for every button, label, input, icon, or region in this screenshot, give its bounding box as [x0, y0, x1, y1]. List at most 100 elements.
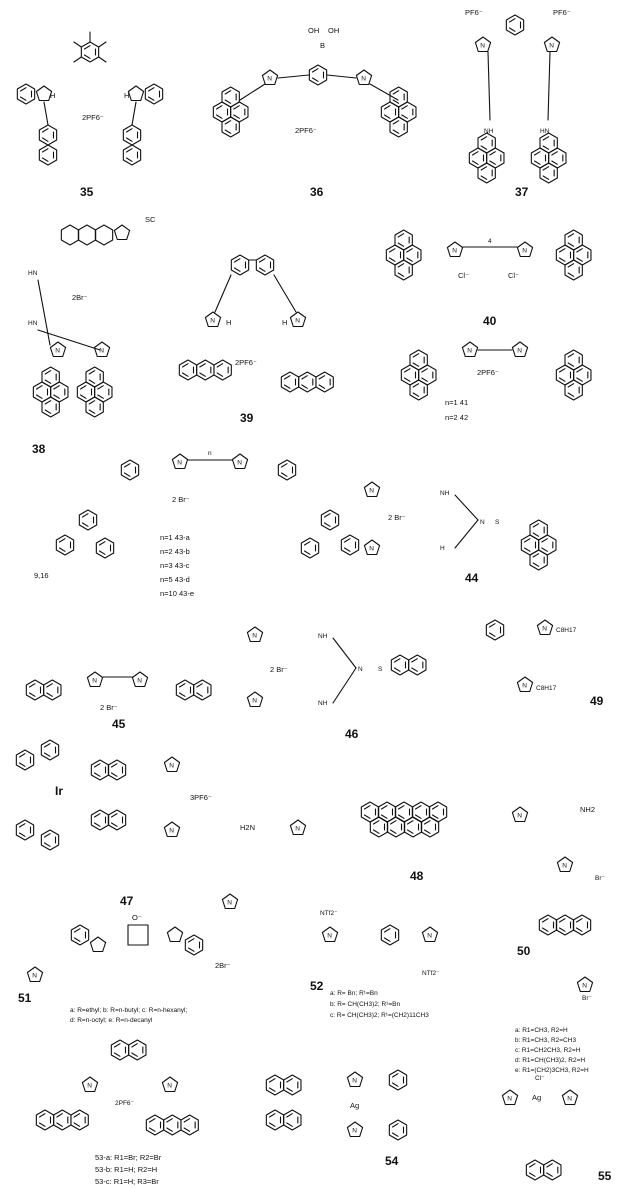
compound-48: H2N NH2 48 [240, 801, 595, 883]
svg-text:Br⁻: Br⁻ [595, 875, 606, 882]
label-40: 40 [483, 314, 497, 328]
svg-text:a: R1=CH3, R2=H: a: R1=CH3, R2=H [515, 1027, 568, 1034]
svg-text:NH: NH [318, 633, 328, 640]
counterion-43: 2 Br⁻ [172, 495, 190, 504]
svg-text:Cl⁻: Cl⁻ [508, 271, 519, 280]
svg-text:c: R1=CH2CH3, R2=H: c: R1=CH2CH3, R2=H [515, 1047, 581, 1054]
compound-52: NTf2⁻ NTf2⁻ 52 a: R= Bn; R¹=Bn b: R= CH(… [310, 910, 440, 1019]
svg-text:n: n [208, 450, 212, 457]
svg-text:d: R1=CH(CH3)2, R2=H: d: R1=CH(CH3)2, R2=H [515, 1057, 585, 1064]
legend-53-a: 53-a: R1=Br; R2=Br [95, 1153, 162, 1162]
svg-text:NH: NH [318, 700, 328, 707]
svg-text:HN: HN [540, 128, 550, 135]
svg-text:Ag: Ag [350, 1101, 359, 1110]
label-37: 37 [515, 185, 529, 199]
svg-text:Ir: Ir [55, 784, 63, 798]
svg-text:n=5 43-d: n=5 43-d [160, 575, 190, 584]
svg-text:NH2: NH2 [580, 805, 595, 814]
label-49: 49 [590, 694, 604, 708]
svg-text:Ag: Ag [532, 1093, 541, 1102]
svg-text:Cl⁻: Cl⁻ [458, 271, 469, 280]
svg-text:b: R= CH(CH3)2; R¹=Bn: b: R= CH(CH3)2; R¹=Bn [330, 1001, 400, 1008]
svg-text:a: R=ethyl; b: R=n-butyl; c: R: a: R=ethyl; b: R=n-butyl; c: R=n-hexanyl… [70, 1007, 187, 1014]
compound-49: C8H17 C8H17 49 [485, 619, 604, 708]
svg-text:H2N: H2N [240, 823, 255, 832]
svg-text:PF6⁻: PF6⁻ [553, 8, 571, 17]
svg-text:NH: NH [440, 490, 450, 497]
svg-text:n=3 43-c: n=3 43-c [160, 561, 190, 570]
svg-text:2PF6⁻: 2PF6⁻ [477, 368, 499, 377]
compound-51: O⁻ 2Br⁻ 51 a: R=ethyl; b: R=n-butyl; c: … [18, 894, 238, 1024]
compound-39: H H 2PF6⁻ 39 [179, 254, 333, 425]
counterion-35: 2PF6⁻ [82, 113, 104, 122]
svg-text:S: S [495, 519, 500, 526]
svg-text:H: H [50, 91, 55, 100]
label-44: 44 [465, 571, 479, 585]
compound-40: 4 Cl⁻ Cl⁻ 40 [386, 230, 591, 328]
svg-text:H: H [124, 91, 129, 100]
counterion-38: 2Br⁻ [72, 293, 88, 302]
svg-text:c: R= CH(CH3)2; R¹=(CH2)11CH3: c: R= CH(CH3)2; R¹=(CH2)11CH3 [330, 1012, 429, 1019]
counterion-47: 3PF6⁻ [190, 793, 212, 802]
label-35: 35 [80, 185, 94, 199]
svg-text:2 Br⁻: 2 Br⁻ [388, 513, 406, 522]
compound-38: SC HN HN 2Br⁻ 38 [28, 215, 156, 456]
svg-text:2Br⁻: 2Br⁻ [215, 961, 231, 970]
label-51: 51 [18, 991, 32, 1005]
compound-45: 2 Br⁻ 45 [26, 672, 211, 731]
svg-text:d: R=n-octyl; e: R=n-decanyl: d: R=n-octyl; e: R=n-decanyl [70, 1017, 153, 1024]
compound-54: Ag 54 [266, 1069, 408, 1168]
compound-50: Br⁻ Br⁻ 50 a: R1=CH3, R2=H b: R1=CH3, R2… [515, 857, 606, 1074]
counterion-39: 2PF6⁻ [235, 358, 257, 367]
legend-53-c: 53-c: R1=H; R3=Br [95, 1177, 159, 1186]
label-54: 54 [385, 1154, 399, 1168]
compound-55: Cl⁻ Ag 55 [502, 1075, 612, 1183]
svg-text:NTf2⁻: NTf2⁻ [422, 970, 440, 977]
svg-text:OH: OH [328, 26, 339, 35]
svg-text:n=2 43-b: n=2 43-b [160, 547, 190, 556]
counterion-45: 2 Br⁻ [100, 703, 118, 712]
svg-text:N: N [480, 519, 485, 526]
svg-text:n=1 43-a: n=1 43-a [160, 533, 191, 542]
svg-text:SC: SC [145, 215, 156, 224]
label-46: 46 [345, 727, 359, 741]
label-48: 48 [410, 869, 424, 883]
svg-text:H: H [226, 318, 231, 327]
svg-text:C8H17: C8H17 [556, 627, 577, 634]
svg-text:4: 4 [488, 238, 492, 245]
svg-text:Cl⁻: Cl⁻ [535, 1075, 545, 1082]
svg-text:NTf2⁻: NTf2⁻ [320, 910, 338, 917]
svg-text:2PF6⁻: 2PF6⁻ [115, 1100, 135, 1107]
label-39: 39 [240, 411, 254, 425]
series-41: n=1 41 [445, 398, 468, 407]
label-38: 38 [32, 442, 46, 456]
svg-text:H: H [282, 318, 287, 327]
svg-text:b: R1=CH3, R2=CH3: b: R1=CH3, R2=CH3 [515, 1037, 576, 1044]
svg-text:9,16: 9,16 [34, 571, 49, 580]
svg-text:HN: HN [28, 270, 38, 277]
label-50: 50 [517, 944, 531, 958]
svg-text:e: R1=(CH2)3CH3, R2=H: e: R1=(CH2)3CH3, R2=H [515, 1067, 589, 1074]
label-52: 52 [310, 979, 324, 993]
compound-41-42: 2PF6⁻ n=1 41 n=2 42 [401, 342, 591, 422]
label-36: 36 [310, 185, 324, 199]
svg-text:n=10 43-e: n=10 43-e [160, 589, 194, 598]
label-45: 45 [112, 717, 126, 731]
compound-53: 2PF6⁻ 53-a: R1=Br; R2=Br 53-b: R1=H; R2=… [36, 1040, 198, 1186]
legend-53-b: 53-b: R1=H; R2=H [95, 1165, 157, 1174]
svg-text:S: S [378, 666, 383, 673]
compound-43: n 2 Br⁻ 9,16 n=1 43-a n=2 43-b n=3 43-c … [34, 450, 360, 598]
svg-text:HN: HN [28, 320, 38, 327]
svg-text:NH: NH [484, 128, 494, 135]
svg-text:Br⁻: Br⁻ [582, 995, 593, 1002]
svg-text:N: N [358, 666, 363, 673]
series-42: n=2 42 [445, 413, 468, 422]
label-55: 55 [598, 1169, 612, 1183]
svg-text:C8H17: C8H17 [536, 685, 557, 692]
svg-text:O⁻: O⁻ [132, 913, 142, 922]
compound-36: OH OH B 2PF6⁻ 36 [213, 26, 416, 199]
